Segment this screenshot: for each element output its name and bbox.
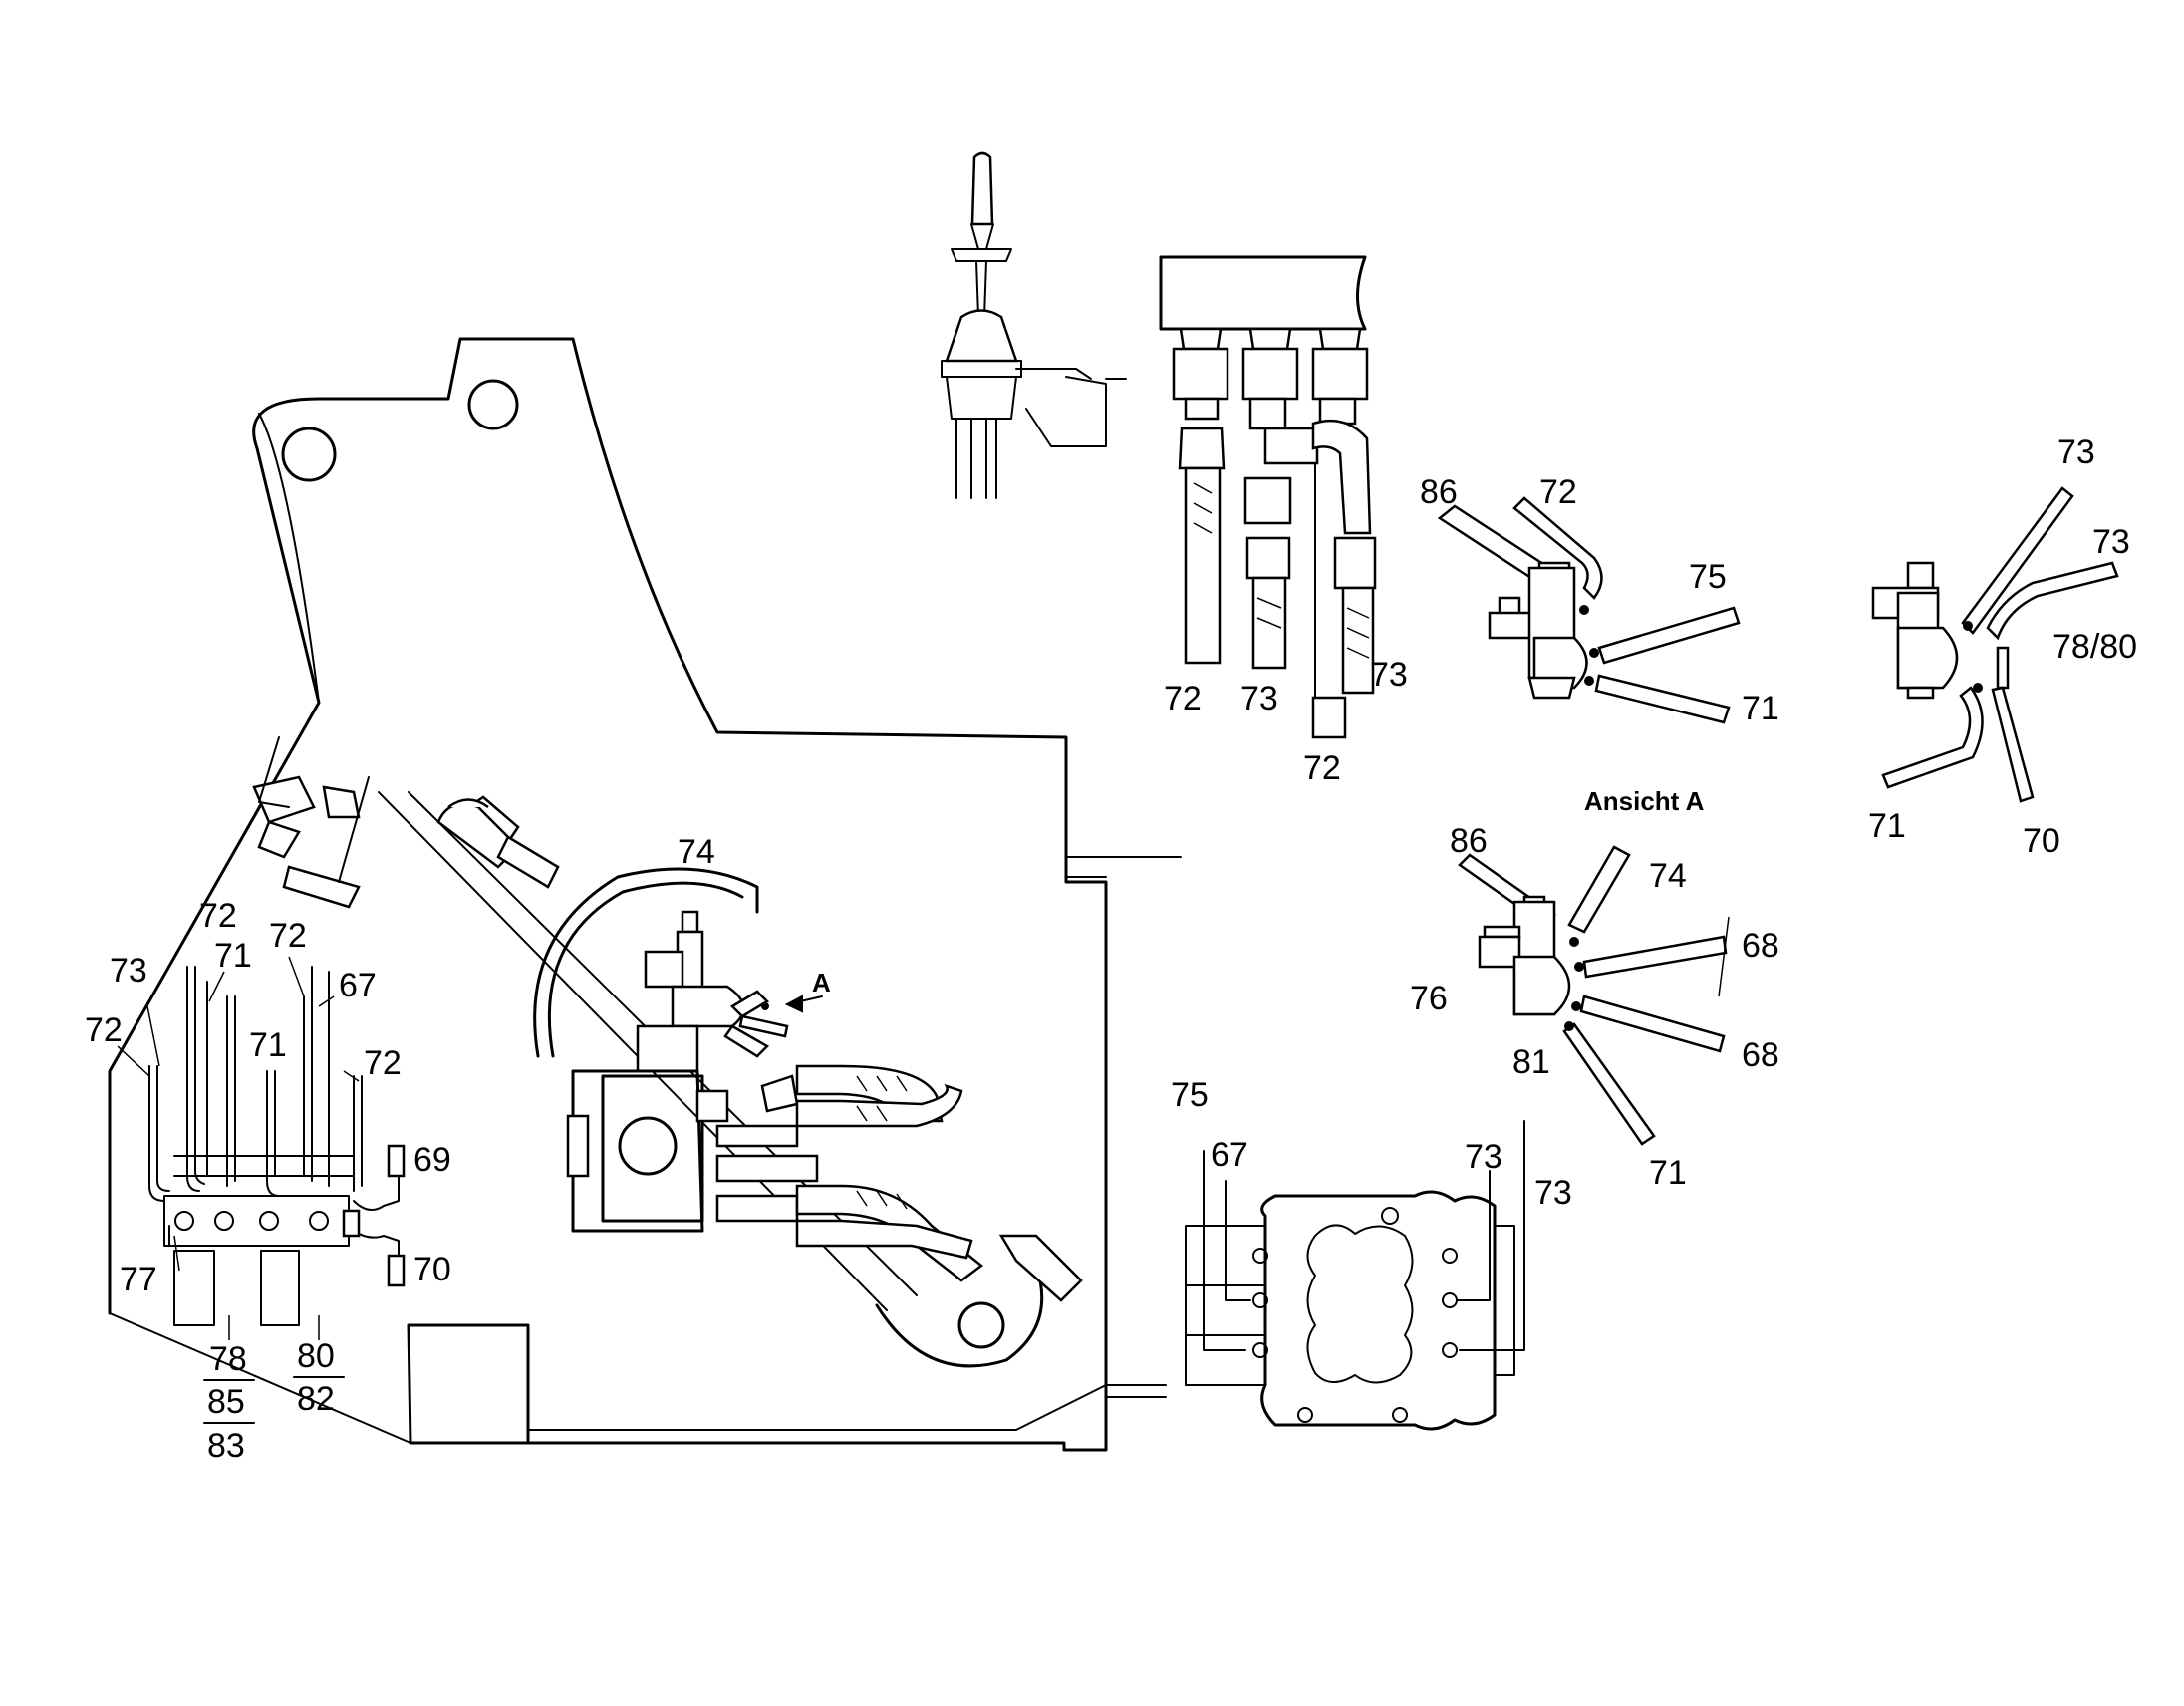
label-73-fitting-a: 73: [1240, 680, 1278, 717]
label-73-fitting-b: 73: [1370, 656, 1408, 694]
label-67-block: 67: [1211, 1136, 1248, 1174]
hose-fittings-detail: [1159, 255, 1377, 739]
left-valve-stack: [148, 966, 406, 1340]
label-82: 82: [297, 1380, 335, 1418]
label-80: 80: [297, 1337, 335, 1375]
label-72-left-c: 72: [85, 1011, 123, 1049]
label-74-view-a: 74: [1649, 857, 1687, 895]
view-a-title: Ansicht A: [1584, 786, 1705, 816]
label-70-left: 70: [413, 1251, 451, 1288]
label-75-block: 75: [1171, 1076, 1209, 1114]
direction-marker-a: A: [812, 968, 831, 997]
label-72-detail-1: 72: [1539, 473, 1577, 511]
valve-detail-2: [1871, 486, 2119, 803]
main-valve-assembly: [252, 736, 1083, 1302]
label-72-left-d: 72: [364, 1044, 402, 1082]
view-a-detail: [1458, 845, 1728, 1146]
label-75-detail-1: 75: [1689, 558, 1727, 596]
label-73-detail-2-a: 73: [2057, 433, 2095, 471]
label-83: 83: [207, 1427, 245, 1465]
label-67-left: 67: [339, 967, 377, 1004]
label-74-main: 74: [678, 833, 715, 871]
valve-detail-1: [1437, 496, 1741, 724]
label-68-view-a-b: 68: [1742, 1036, 1779, 1074]
label-71-left-a: 71: [214, 937, 252, 975]
label-70-detail-2: 70: [2023, 822, 2060, 860]
label-76: 76: [1410, 980, 1448, 1017]
label-72-left-a: 72: [199, 897, 237, 935]
label-71-detail-1: 71: [1742, 690, 1779, 727]
label-73-block-a: 73: [1465, 1138, 1502, 1176]
label-86-view-a: 86: [1450, 822, 1488, 860]
label-68-view-a-a: 68: [1742, 927, 1779, 965]
label-71-detail-2: 71: [1868, 807, 1906, 845]
label-71-left-b: 71: [249, 1026, 287, 1064]
label-78-80: 78/80: [2052, 628, 2137, 666]
boom-linkage: [378, 791, 1044, 1368]
label-73-detail-2-b: 73: [2092, 523, 2130, 561]
label-72-fitting-b: 72: [1303, 749, 1341, 787]
label-73-left: 73: [110, 952, 147, 990]
leader-lines: [117, 916, 1730, 1272]
control-valve-block: [1185, 1120, 1525, 1431]
label-77: 77: [120, 1261, 157, 1298]
label-78: 78: [209, 1340, 247, 1378]
label-72-left-b: 72: [269, 917, 307, 955]
label-69: 69: [413, 1141, 451, 1179]
machine-frame: [108, 337, 1182, 1452]
label-71-view-a: 71: [1649, 1154, 1687, 1192]
label-86-detail-1: 86: [1420, 473, 1458, 511]
joystick-lever: [941, 151, 1127, 499]
label-73-block-b: 73: [1534, 1174, 1572, 1212]
label-85: 85: [207, 1383, 245, 1421]
part-labels: 74 73 72 71 72 67 72 71 72 69 70 77 78 8…: [85, 433, 2137, 1465]
label-72-fitting-a: 72: [1164, 680, 1202, 717]
label-81: 81: [1512, 1043, 1550, 1081]
